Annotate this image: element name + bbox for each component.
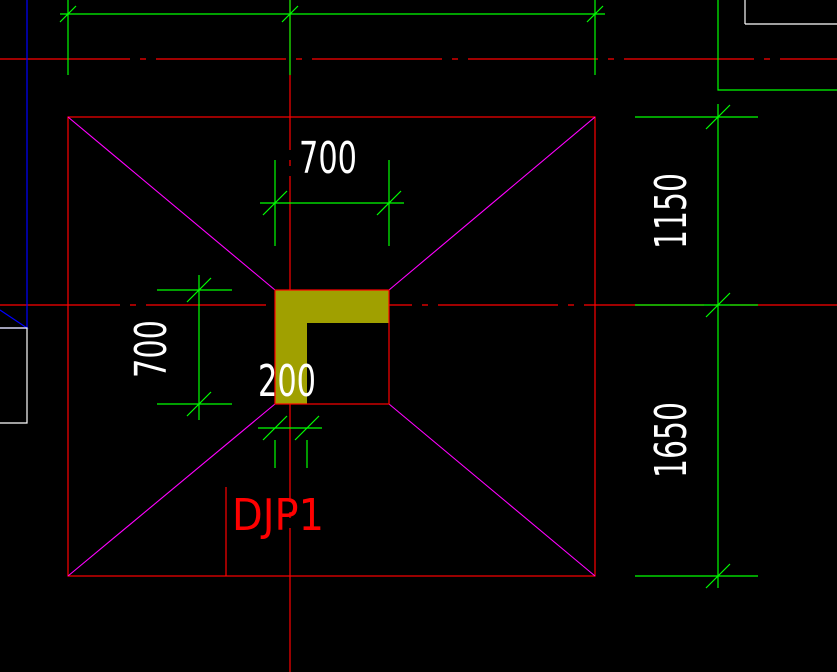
top-tick-left [59,5,77,23]
footing-label: DJP1 [232,490,324,541]
column-height-tick-bottom [186,391,212,417]
footing-outline [67,116,596,577]
slope-line-bottom-left [67,403,276,577]
top-dimension [59,0,605,75]
footing-tick-bottom [705,563,731,589]
wall-thickness-dimension-text: 200 [258,356,316,407]
footing-upper-dimension-text: 1150 [646,173,697,249]
adjacent-green-box [717,0,837,91]
footing-height-dimension [635,104,758,589]
column-width-tick-right [376,190,402,216]
column-height-dimension [157,275,232,420]
column-height-dimension-text: 700 [126,320,177,378]
l-shaped-column-fill [275,290,389,404]
slope-line-bottom-right [388,403,596,577]
wall-thickness-tick-right [294,415,320,441]
column-height-tick-top [186,277,212,303]
footing-lower-dimension-text: 1650 [646,402,697,478]
column-width-tick-left [262,190,288,216]
footing-tick-top [705,104,731,130]
slope-line-top-left [67,116,276,291]
column-width-dimension-text: 700 [299,133,357,184]
column [274,289,390,405]
slope-line-top-right [388,116,596,291]
column-width-dimension [260,160,404,246]
adjacent-white-box-left [0,327,28,424]
footing-tick-middle [705,292,731,318]
wall-thickness-tick-left [262,415,288,441]
column-outline [274,289,390,405]
top-tick-mid [281,5,299,23]
wall-thickness-dimension [258,415,322,468]
adjacent-elements [0,0,837,424]
footing-slope-lines [67,116,596,577]
top-tick-right [586,5,604,23]
